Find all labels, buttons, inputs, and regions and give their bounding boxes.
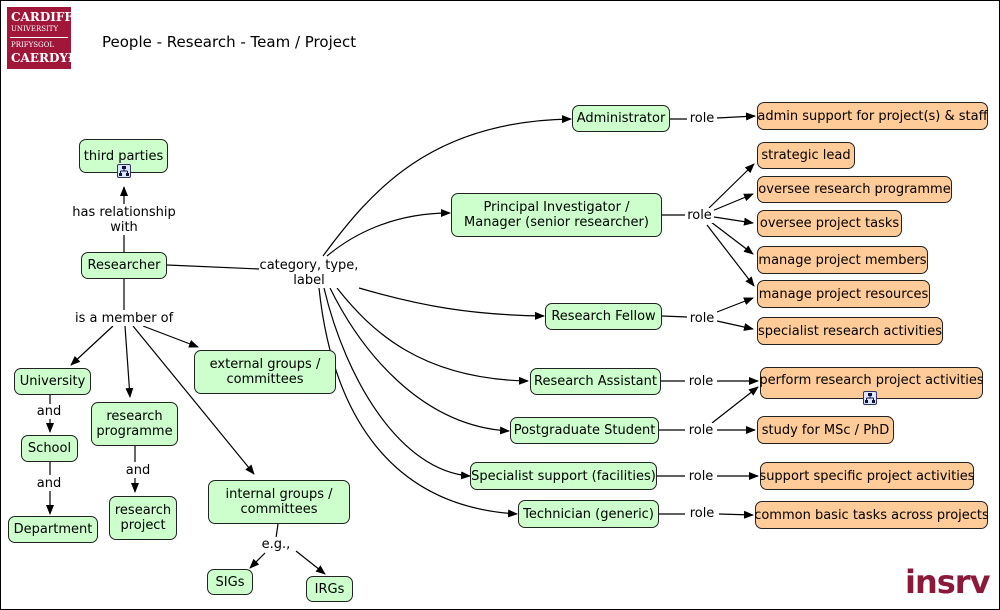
concept-oversee-programme[interactable]: oversee research programme [757, 176, 952, 203]
concept-study[interactable]: study for MSc / PhD [757, 416, 894, 444]
linked-map-icon[interactable] [863, 391, 877, 405]
link-label-role-specialist: role [685, 469, 717, 484]
concept-university[interactable]: University [14, 368, 91, 395]
concept-administrator[interactable]: Administrator [572, 105, 670, 132]
linked-map-icon[interactable] [117, 164, 131, 178]
link-label-and-3: and [123, 463, 153, 478]
concept-support-activities[interactable]: support specific project activities [759, 462, 975, 490]
logo-line-3: PRIFYSGOL [11, 41, 54, 49]
concept-principal-investigator[interactable]: Principal Investigator / Manager (senior… [451, 193, 662, 237]
concept-researcher[interactable]: Researcher [81, 252, 167, 279]
concept-specialist-support[interactable]: Specialist support (facilities) [470, 462, 657, 490]
concept-specialist-activities[interactable]: specialist research activities [757, 317, 943, 345]
link-label-is-member: is a member of [75, 311, 174, 326]
concept-postgraduate-student[interactable]: Postgraduate Student [510, 417, 659, 444]
logo-line-2: UNIVERSITY [11, 25, 59, 33]
page-title: People - Research - Team / Project [102, 33, 357, 51]
concept-technician[interactable]: Technician (generic) [518, 500, 659, 528]
concept-school[interactable]: School [21, 435, 78, 462]
link-label-and-2: and [34, 476, 64, 491]
concept-strategic-lead[interactable]: strategic lead [757, 142, 855, 169]
link-label-has-relationship: has relationship with [71, 205, 177, 235]
concept-common-tasks[interactable]: common basic tasks across projects [754, 501, 989, 529]
insrv-logo: insrv [905, 563, 990, 601]
link-label-and-1: and [34, 404, 64, 419]
concept-manage-resources[interactable]: manage project resources [757, 280, 930, 308]
concept-oversee-tasks[interactable]: oversee project tasks [757, 210, 902, 237]
concept-admin-support[interactable]: admin support for project(s) & staff [757, 102, 988, 130]
concept-research-fellow[interactable]: Research Fellow [545, 303, 662, 330]
concept-research-project[interactable]: research project [109, 496, 177, 540]
cardiff-university-logo: CARDIFF UNIVERSITY PRIFYSGOL CAERDYÐ [7, 7, 78, 69]
concept-department[interactable]: Department [8, 516, 98, 543]
link-label-category: category, type, label [259, 258, 359, 288]
logo-line-1: CARDIFF [11, 10, 73, 24]
logo-line-4: CAERDYÐ [11, 51, 79, 65]
link-label-role-pi: role [685, 208, 714, 223]
concept-irgs[interactable]: IRGs [306, 576, 353, 602]
concept-external-groups[interactable]: external groups / committees [194, 350, 336, 394]
link-label-eg: e.g., [258, 537, 294, 552]
link-label-role-fellow: role [687, 311, 717, 326]
concept-internal-groups[interactable]: internal groups / committees [208, 480, 350, 524]
link-label-role-postgrad: role [685, 423, 717, 438]
concept-manage-members[interactable]: manage project members [757, 246, 928, 274]
concept-research-assistant[interactable]: Research Assistant [530, 368, 661, 395]
logo-divider [10, 37, 68, 38]
concept-sigs[interactable]: SIGs [207, 569, 253, 595]
link-label-role-technician: role [685, 506, 719, 521]
link-label-role-admin: role [687, 111, 717, 126]
link-label-role-assistant: role [685, 374, 717, 389]
concept-research-programme[interactable]: research programme [91, 402, 178, 446]
